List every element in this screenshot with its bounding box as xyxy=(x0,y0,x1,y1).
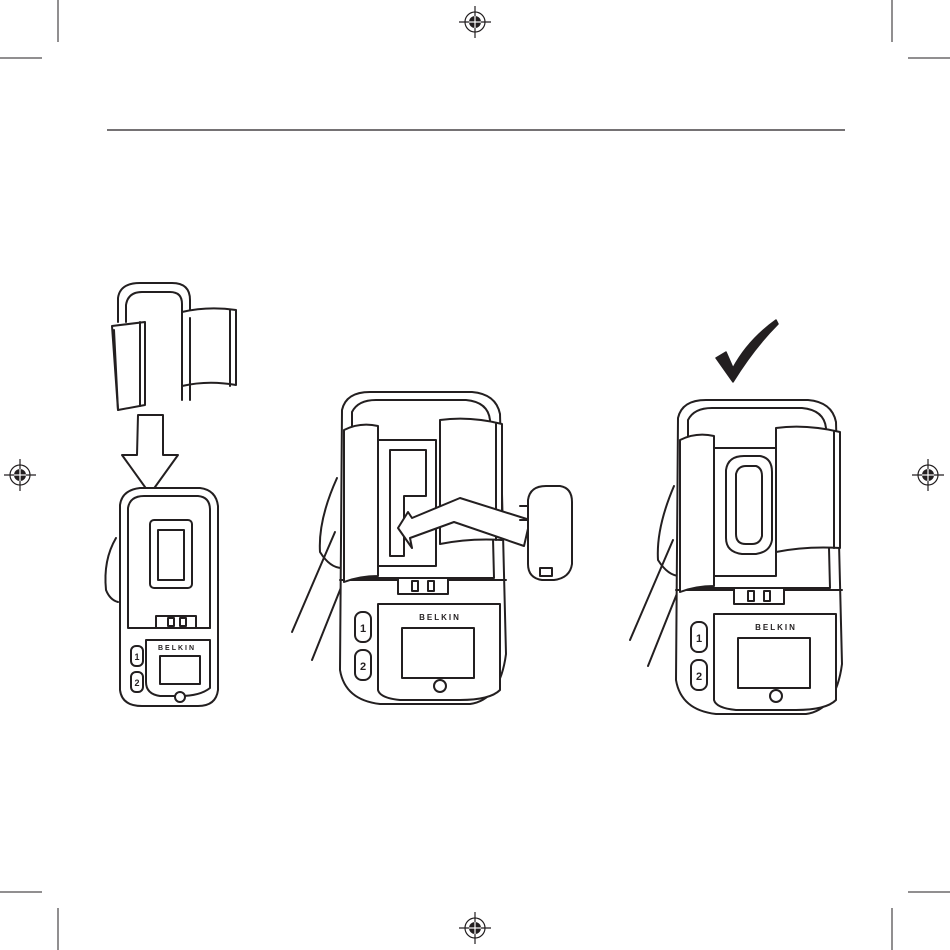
checkmark-icon xyxy=(716,320,778,382)
step-1-illustration: BELKIN 1 2 xyxy=(105,283,236,706)
button-1-label: 1 xyxy=(134,652,139,662)
button-1-label: 1 xyxy=(696,633,702,645)
brand-label: BELKIN xyxy=(158,645,196,652)
registration-mark-icon xyxy=(4,459,36,491)
down-arrow-icon xyxy=(122,415,178,494)
brand-label: BELKIN xyxy=(755,623,797,632)
button-2-label: 2 xyxy=(134,678,139,688)
clip-piece xyxy=(112,283,236,410)
registration-mark-icon xyxy=(459,6,491,38)
step-3-illustration: BELKIN 1 2 xyxy=(630,320,842,714)
registration-mark-icon xyxy=(912,459,944,491)
step-2-illustration: BELKIN 1 2 xyxy=(292,392,572,704)
brand-label: BELKIN xyxy=(419,613,461,622)
button-2-label: 2 xyxy=(360,661,366,673)
device-body-small: BELKIN 1 2 xyxy=(105,488,218,706)
registration-mark-icon xyxy=(459,912,491,944)
button-1-label: 1 xyxy=(360,623,366,635)
button-2-label: 2 xyxy=(696,671,702,683)
